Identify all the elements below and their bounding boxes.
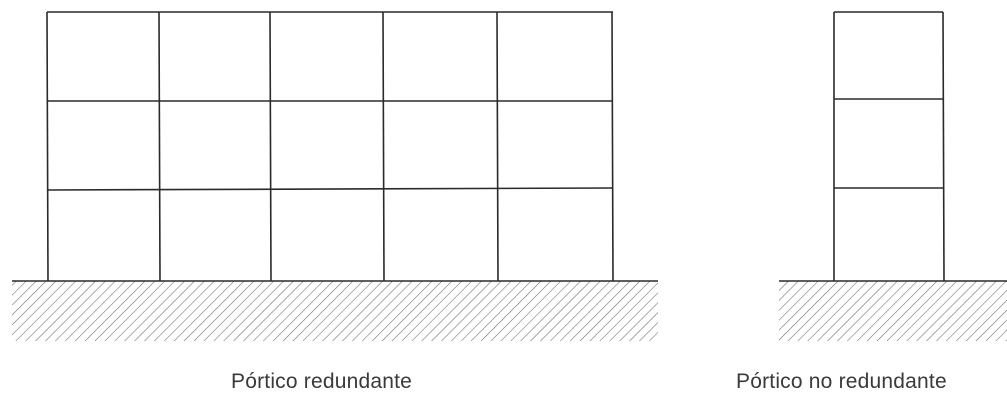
redundant-frame-ground bbox=[12, 280, 658, 341]
redundant-column-2 bbox=[158, 11, 161, 282]
non-redundant-frame bbox=[833, 11, 945, 282]
redundant-beam-level-1 bbox=[46, 187, 614, 191]
redundant-column-1 bbox=[46, 11, 49, 282]
redundant-column-5 bbox=[496, 11, 499, 282]
redundant-column-3 bbox=[269, 11, 272, 282]
redundant-column-4 bbox=[382, 11, 385, 282]
redundant-frame bbox=[46, 11, 614, 282]
non-redundant-frame-ground bbox=[779, 280, 1007, 341]
non-redundant-column-2 bbox=[942, 11, 945, 282]
non-redundant-frame-caption: Pórtico no redundante bbox=[736, 370, 947, 393]
non-redundant-ground-hatch bbox=[779, 281, 1007, 341]
redundant-ground-hatch bbox=[12, 281, 658, 341]
redundant-frame-caption: Pórtico redundante bbox=[231, 370, 413, 393]
redundant-column-6 bbox=[611, 11, 614, 282]
